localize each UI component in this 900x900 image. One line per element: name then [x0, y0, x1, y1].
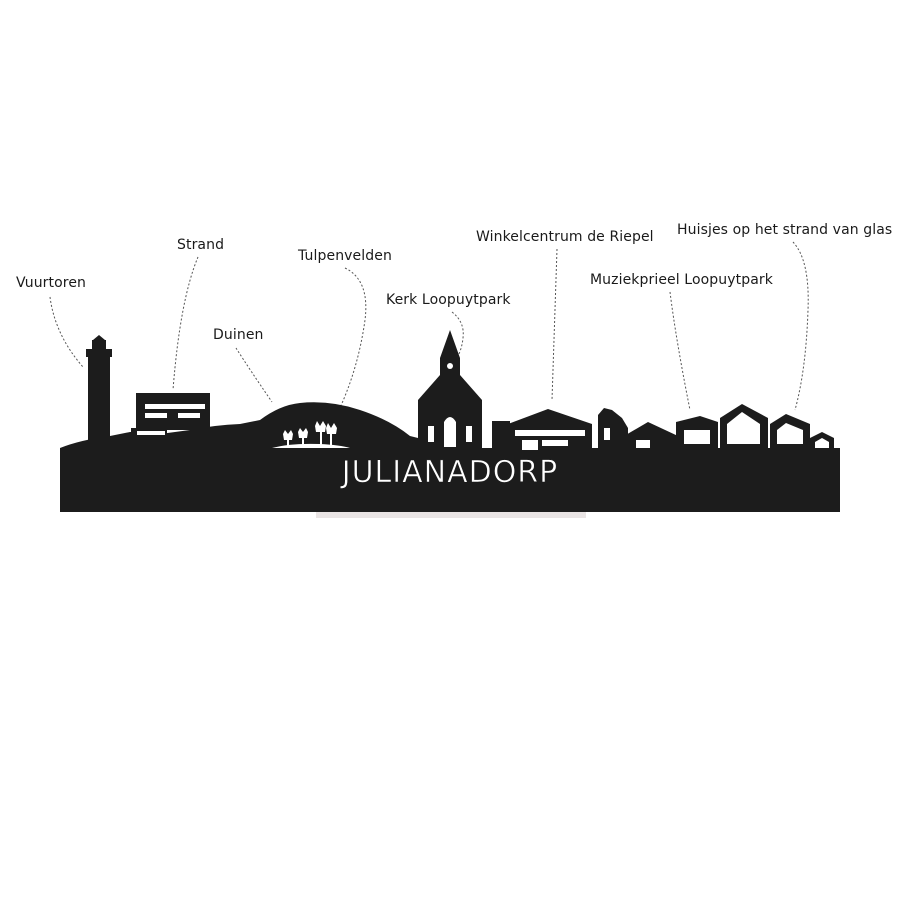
leader-line-vuurtoren — [49, 296, 84, 368]
church — [418, 330, 482, 450]
silhouette-shapes — [60, 330, 840, 512]
label-duinen: Duinen — [213, 327, 264, 343]
leader-line-huisjes — [792, 241, 809, 411]
shopping-centre — [492, 409, 592, 450]
leader-line-duinen — [235, 347, 273, 403]
label-kerk: Kerk Loopuytpark — [386, 292, 511, 308]
lighthouse — [86, 335, 112, 440]
stand-base — [316, 510, 586, 518]
leader-line-tulpenvelden — [337, 267, 367, 413]
city-name: JULIANADORP — [341, 455, 559, 491]
label-muziekprieel: Muziekprieel Loopuytpark — [590, 272, 773, 288]
leader-line-kerk — [451, 311, 464, 357]
label-huisjes: Huisjes op het strand van glas — [677, 222, 893, 238]
ground-hills — [60, 402, 840, 512]
label-vuurtoren: Vuurtoren — [16, 275, 87, 291]
label-strand: Strand — [177, 237, 225, 253]
tulips — [283, 421, 337, 448]
leader-line-strand — [172, 256, 199, 391]
leader-line-muziekprieel — [669, 291, 691, 411]
label-winkelcentrum: Winkelcentrum de Riepel — [476, 229, 654, 245]
beach-building — [131, 393, 210, 438]
label-tulpenvelden: Tulpenvelden — [298, 248, 392, 264]
leader-line-winkelcentrum — [551, 248, 558, 401]
cutouts — [137, 363, 829, 450]
leader-lines — [49, 241, 809, 413]
